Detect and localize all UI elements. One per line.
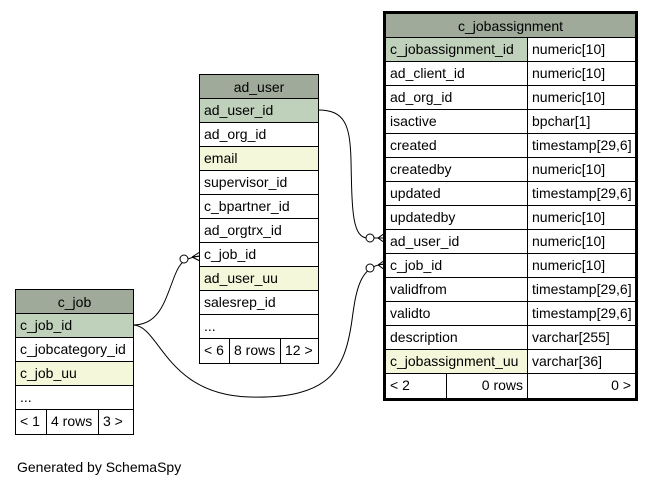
link-job-to-jobassignment	[132, 263, 386, 398]
table-row[interactable]: ad_user_id numeric[10]	[386, 230, 635, 254]
table-row[interactable]: ad_client_id numeric[10]	[386, 62, 635, 86]
table-row[interactable]: supervisor_id	[200, 171, 318, 195]
column-type: numeric[10]	[527, 158, 635, 181]
footer-rows: 0 rows	[446, 374, 527, 398]
link-ad-user-id	[317, 109, 385, 239]
table-row[interactable]: validfrom timestamp[29,6]	[386, 278, 635, 302]
table-row[interactable]: isactive bpchar[1]	[386, 110, 635, 134]
column-name: ad_org_id	[390, 89, 453, 105]
column-name: ad_client_id	[390, 65, 465, 81]
table-footer: < 6 8 rows 12 >	[200, 339, 318, 363]
column-name: validfrom	[390, 281, 447, 297]
column-name: description	[390, 329, 458, 345]
table-row[interactable]: ad_org_id	[200, 123, 318, 147]
table-footer: < 2 0 rows 0 >	[386, 374, 635, 398]
footer-children[interactable]: 0 >	[527, 374, 635, 398]
table-title: ad_user	[200, 75, 318, 99]
column-name: c_jobassignment_id	[386, 38, 527, 61]
column-name: ad_orgtrx_id	[204, 222, 282, 238]
table-row[interactable]: updatedby numeric[10]	[386, 206, 635, 230]
table-row[interactable]: ad_org_id numeric[10]	[386, 86, 635, 110]
table-row[interactable]: c_bpartner_id	[200, 195, 318, 219]
column-name: ad_user_id	[200, 99, 318, 122]
column-name: ...	[20, 389, 32, 405]
column-type: numeric[10]	[527, 62, 635, 85]
column-name: supervisor_id	[204, 174, 288, 190]
table-footer: < 1 4 rows 3 >	[16, 410, 133, 434]
column-type: bpchar[1]	[527, 110, 635, 133]
column-type: timestamp[29,6]	[527, 278, 635, 301]
column-name: updated	[390, 185, 441, 201]
column-name: ad_user_id	[390, 233, 460, 249]
column-name: c_bpartner_id	[204, 198, 290, 214]
column-name: email	[200, 147, 318, 170]
table-title: c_jobassignment	[386, 14, 635, 38]
table-row[interactable]: created timestamp[29,6]	[386, 134, 635, 158]
table-row[interactable]: ad_orgtrx_id	[200, 219, 318, 243]
table-title: c_job	[16, 290, 133, 314]
table-row[interactable]: email	[200, 147, 318, 171]
footer-parents[interactable]: < 2	[390, 377, 410, 393]
table-ad-user[interactable]: ad_user ad_user_id ad_org_id email super…	[199, 74, 319, 364]
table-row[interactable]: c_job_id numeric[10]	[386, 254, 635, 278]
column-type: numeric[10]	[527, 230, 635, 253]
column-name: createdby	[390, 161, 452, 177]
table-row[interactable]: ...	[200, 315, 318, 339]
table-row[interactable]: validto timestamp[29,6]	[386, 302, 635, 326]
column-name: c_job_uu	[16, 362, 133, 385]
table-row[interactable]: ...	[16, 386, 133, 410]
table-row[interactable]: createdby numeric[10]	[386, 158, 635, 182]
column-name: created	[390, 137, 437, 153]
column-type: timestamp[29,6]	[527, 302, 635, 325]
column-name: validto	[390, 305, 431, 321]
column-type: numeric[10]	[527, 254, 635, 277]
link-job-to-jobassignment-end	[365, 263, 375, 273]
table-row[interactable]: ad_user_id	[200, 99, 318, 123]
footer-children[interactable]: 12 >	[280, 339, 318, 363]
column-name: salesrep_id	[204, 294, 276, 310]
link-ad-user-id-end	[365, 233, 375, 243]
column-type: numeric[10]	[527, 86, 635, 109]
footer-children[interactable]: 3 >	[98, 410, 133, 434]
table-row[interactable]: ad_user_uu	[200, 267, 318, 291]
table-row[interactable]: updated timestamp[29,6]	[386, 182, 635, 206]
table-row[interactable]: c_jobcategory_id	[16, 338, 133, 362]
column-name: c_job_id	[204, 246, 257, 262]
table-row[interactable]: description varchar[255]	[386, 326, 635, 350]
link-job-to-aduser-end	[179, 254, 189, 264]
column-type: varchar[255]	[527, 326, 635, 349]
footer-rows: 8 rows	[229, 339, 280, 363]
table-row[interactable]: c_job_id	[200, 243, 318, 267]
column-name: c_job_id	[16, 314, 133, 337]
table-row[interactable]: c_job_id	[16, 314, 133, 338]
column-name: updatedby	[390, 209, 456, 225]
table-row[interactable]: salesrep_id	[200, 291, 318, 315]
footer-rows: 4 rows	[46, 410, 98, 434]
table-c-job[interactable]: c_job c_job_id c_jobcategory_id c_job_uu…	[15, 289, 134, 435]
column-type: numeric[10]	[527, 206, 635, 229]
column-type: varchar[36]	[527, 350, 635, 373]
generated-by-text: Generated by SchemaSpy	[17, 459, 182, 475]
column-name: ...	[204, 318, 216, 334]
column-type: timestamp[29,6]	[527, 182, 635, 205]
link-job-to-aduser	[132, 255, 201, 326]
column-name: c_job_id	[390, 257, 443, 273]
column-name: c_jobassignment_uu	[386, 350, 527, 373]
column-name: isactive	[390, 113, 437, 129]
column-type: numeric[10]	[527, 38, 635, 61]
column-name: ad_org_id	[204, 126, 267, 142]
footer-parents[interactable]: < 6	[204, 342, 224, 358]
column-type: timestamp[29,6]	[527, 134, 635, 157]
footer-parents[interactable]: < 1	[20, 413, 40, 429]
table-row[interactable]: c_job_uu	[16, 362, 133, 386]
column-name: ad_user_uu	[200, 267, 318, 290]
column-name: c_jobcategory_id	[20, 341, 126, 357]
